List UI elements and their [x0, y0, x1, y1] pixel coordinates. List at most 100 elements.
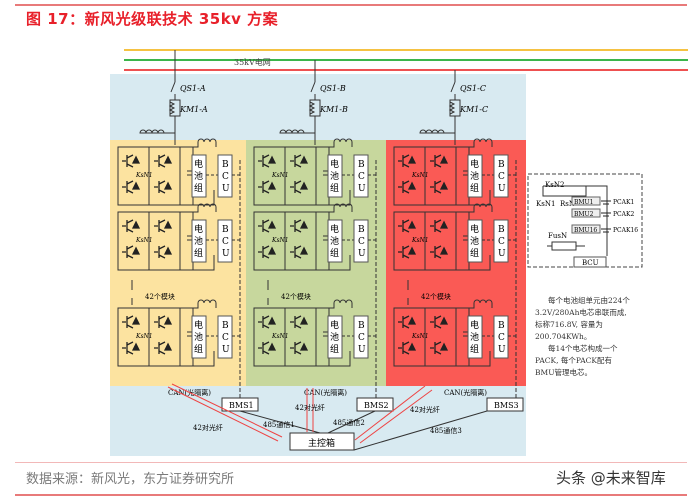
bcu-label: B [358, 321, 365, 331]
bcu-label: B [222, 160, 229, 170]
switch-label: KsN1 [135, 237, 153, 244]
igbt-icon [258, 245, 277, 259]
resistor-icon [448, 101, 456, 115]
bcu-box [217, 219, 233, 263]
igbt-icon [290, 154, 309, 168]
description-line: PACK, 每个PACK配有 [535, 355, 612, 365]
battery-label: 池 [330, 331, 339, 343]
igbt-icon [398, 219, 417, 233]
switch-label: KsN1 [411, 333, 429, 340]
battery-label: 组 [330, 247, 339, 259]
bmu-box [571, 208, 601, 218]
bcu-label: C [498, 237, 505, 247]
igbt-icon [290, 180, 309, 194]
inset-bcu-box [573, 256, 607, 268]
breaker-icon [449, 81, 461, 126]
bms-label: BMS3 [494, 401, 519, 410]
bcu-label: B [498, 225, 505, 235]
igbt-icon [154, 315, 173, 329]
bcu-box [353, 154, 369, 198]
igbt-icon [430, 245, 449, 259]
battery-label: 组 [330, 343, 339, 355]
fiber-arrow [167, 386, 279, 442]
battery-box [467, 154, 483, 198]
bmu-label: BMU1 [574, 199, 593, 206]
breaker-icon [309, 81, 321, 126]
battery-label: 电 [330, 158, 339, 170]
igbt-icon [290, 245, 309, 259]
inset-fu: FusN [548, 232, 567, 240]
battery-cell-icon [601, 228, 611, 233]
grid-label: 35kV电网 [234, 57, 271, 67]
switch-label: KsN1 [271, 172, 289, 179]
igbt-icon [398, 341, 417, 355]
bcu-label: U [222, 345, 230, 355]
battery-label: 组 [470, 182, 479, 194]
bmu-label: BMU16 [574, 227, 597, 234]
bcu-label: C [358, 237, 365, 247]
switch-label: KsN1 [411, 172, 429, 179]
bcu-label: B [498, 321, 505, 331]
qs-label: QS1-C [460, 84, 486, 93]
battery-box [191, 315, 207, 359]
master-box-label: 主控箱 [308, 437, 335, 449]
igbt-icon [122, 219, 141, 233]
description-line: 每14个电芯构成一个 [548, 343, 618, 353]
bcu-label: C [222, 333, 229, 343]
igbt-icon [154, 180, 173, 194]
comm-line [353, 410, 488, 451]
comm-label: 485通信1 [263, 420, 295, 429]
comm-line [327, 410, 376, 434]
igbt-icon [258, 341, 277, 355]
battery-label: 组 [470, 343, 479, 355]
bcu-label: U [498, 249, 506, 259]
bmu-box [571, 224, 601, 234]
bcu-label: C [222, 172, 229, 182]
fuse-icon [551, 241, 577, 251]
battery-label: 电 [470, 319, 479, 331]
phase-column: QS1-AKM1-AKsN1电池组BCUKsN1电池组BCUKsN1电池组BCU… [110, 50, 321, 434]
igbt-icon [398, 245, 417, 259]
bmu-label: BMU2 [574, 211, 594, 218]
bcu-label: B [222, 225, 229, 235]
fiber-label: 42对光纤 [295, 403, 325, 412]
igbt-icon [122, 341, 141, 355]
figure-title: 图 17：新风光级联技术 35kv 方案 [26, 10, 279, 28]
igbt-icon [122, 180, 141, 194]
igbt-icon [258, 315, 277, 329]
igbt-icon [154, 154, 173, 168]
bms-box [486, 397, 524, 412]
description-line: 标称716.8V, 容量为 [535, 319, 603, 329]
battery-label: 电 [194, 319, 203, 331]
igbt-icon [154, 341, 173, 355]
fiber-arrow [354, 385, 426, 441]
igbt-icon [398, 154, 417, 168]
battery-label: 池 [470, 235, 479, 247]
top-rule [15, 4, 687, 6]
bcu-label: C [358, 172, 365, 182]
battery-cell-icon [601, 200, 611, 205]
igbt-icon [430, 219, 449, 233]
module-count-label: 42个模块 [281, 292, 311, 301]
igbt-icon [154, 245, 173, 259]
description-line: BMU管理电芯。 [535, 367, 592, 377]
igbt-icon [430, 315, 449, 329]
igbt-icon [430, 341, 449, 355]
bcu-label: C [498, 172, 505, 182]
bcu-box [353, 219, 369, 263]
igbt-icon [290, 341, 309, 355]
pack-label: PCAK16 [613, 227, 638, 234]
igbt-icon [398, 180, 417, 194]
battery-label: 电 [470, 223, 479, 235]
bcu-label: U [358, 249, 366, 259]
qs-label: QS1-A [180, 84, 206, 93]
description-line: 3.2V/280Ah电芯串联而成, [535, 307, 627, 317]
inductor-icon [419, 126, 456, 145]
bcu-box [353, 315, 369, 359]
